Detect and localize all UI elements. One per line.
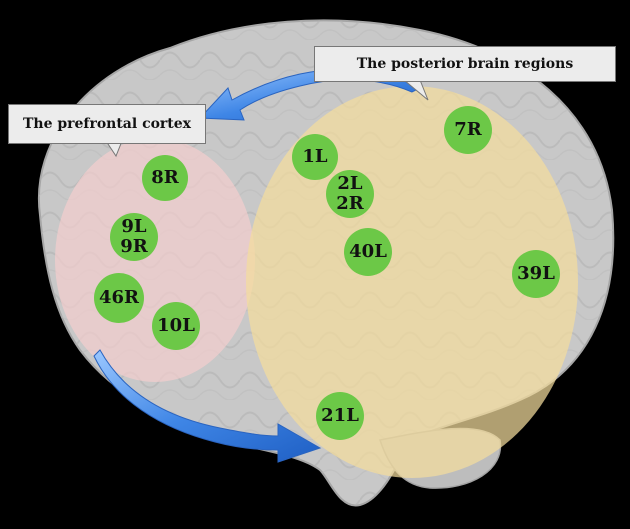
region-node-8R: 8R xyxy=(142,155,188,201)
region-node-46R: 46R xyxy=(94,273,144,323)
region-node-21L: 21L xyxy=(316,392,364,440)
prefrontal-label: The prefrontal cortex xyxy=(8,104,206,144)
posterior-label: The posterior brain regions xyxy=(314,46,616,82)
region-node-1L: 1L xyxy=(292,134,338,180)
region-node-40L: 40L xyxy=(344,228,392,276)
region-node-39L: 39L xyxy=(512,250,560,298)
prefrontal-zone xyxy=(55,138,255,382)
region-node-10L: 10L xyxy=(152,302,200,350)
region-node-9L-9R: 9L 9R xyxy=(110,213,158,261)
region-node-7R: 7R xyxy=(444,106,492,154)
arrow-prefrontal-to-posterior xyxy=(93,349,322,463)
region-node-2L-2R: 2L 2R xyxy=(326,170,374,218)
